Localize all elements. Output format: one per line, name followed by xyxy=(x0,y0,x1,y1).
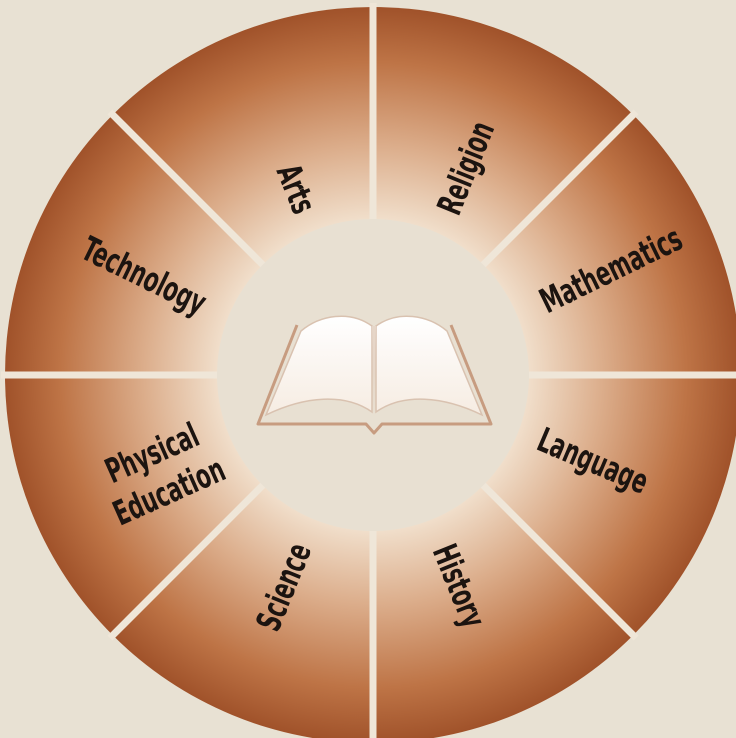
segment-divider xyxy=(107,109,270,272)
center-hub xyxy=(217,219,529,531)
segment-dividers xyxy=(1,3,736,738)
open-book-icon xyxy=(256,315,493,435)
segment-divider xyxy=(107,478,270,641)
segment-divider xyxy=(476,478,639,641)
segment-divider xyxy=(476,109,639,272)
